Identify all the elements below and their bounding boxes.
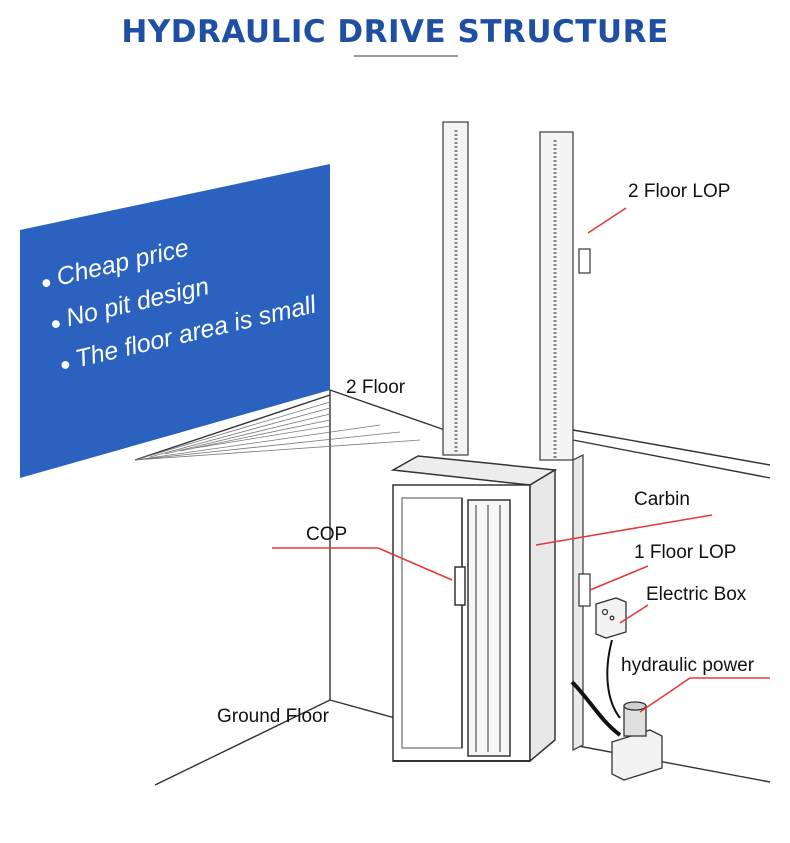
title-underline [354, 55, 458, 57]
callout-leaders [272, 207, 770, 713]
floor2-lop-panel [578, 248, 591, 274]
label-floor2-lop: 2 Floor LOP [628, 181, 731, 202]
cabin [390, 455, 558, 763]
hydraulic-power-unit [570, 639, 663, 781]
floor-slab-hatching [134, 401, 421, 461]
label-electric-box: Electric Box [646, 584, 747, 605]
page-title: HYDRAULIC DRIVE STRUCTURE [121, 14, 669, 50]
electric-box [595, 597, 627, 639]
label-hydraulic-power: hydraulic power [621, 655, 755, 676]
shaft-rails [442, 121, 584, 752]
label-carbin: Carbin [634, 489, 690, 510]
floor1-lop-panel [578, 573, 591, 607]
label-floor1-lop: 1 Floor LOP [634, 542, 737, 563]
label-ground-floor: Ground Floor [217, 706, 329, 727]
cop-panel [454, 566, 466, 606]
label-cop: COP [306, 524, 348, 545]
label-floor2: 2 Floor [346, 377, 406, 398]
